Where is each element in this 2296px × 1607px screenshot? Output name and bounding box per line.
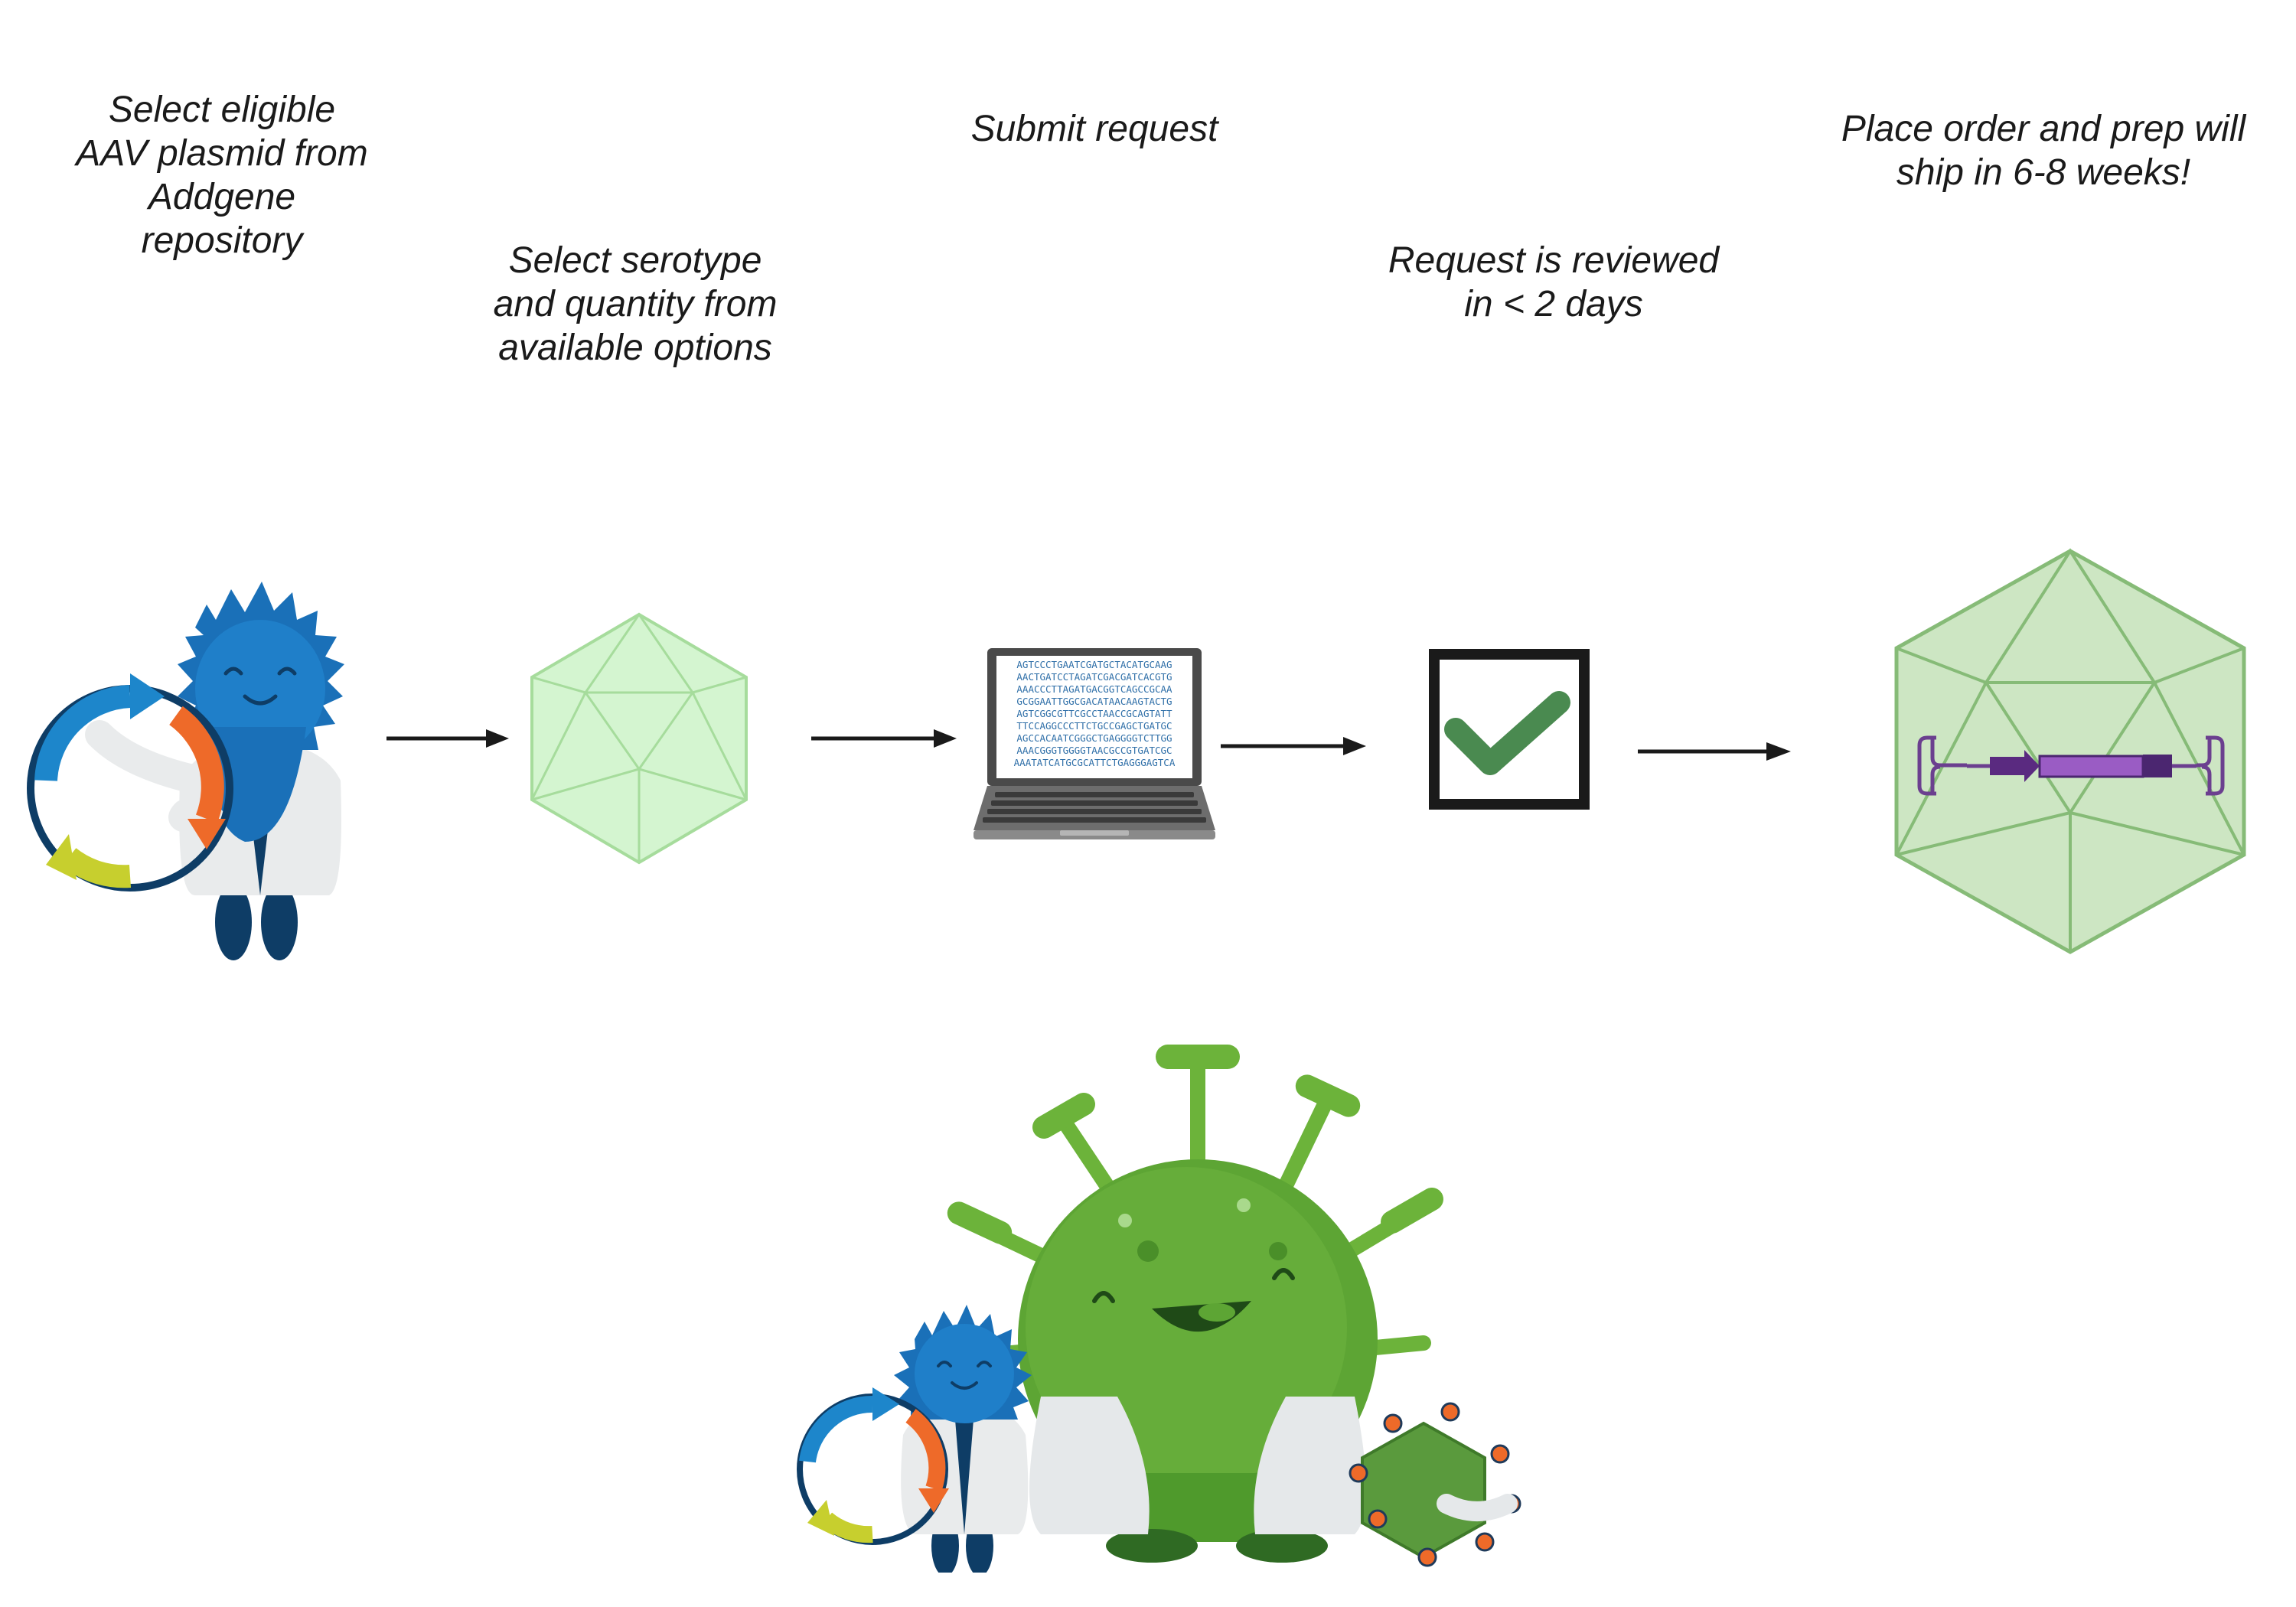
small-blue-mascot-icon [797,1305,1032,1573]
code-line: GCGGAATTGGCGACATAACAAGTACTG [1016,696,1172,707]
arrow-4 [1638,740,1791,763]
code-line: AACTGATCCTAGATCGACGATCACGTG [1016,671,1172,683]
blue-scientist-with-plasmid-icon [15,536,375,964]
aav-genome-insert [1917,735,2225,796]
code-line: AGTCGGCGTTCGCCTAACCGCAGTATT [1016,708,1172,719]
code-line: AAATATCATGCGCATTCTGAGGGAGTCA [1014,757,1176,768]
checkbox-check-icon [1429,649,1590,810]
arrow-3 [1221,735,1366,758]
step-2-label: Select serotype and quantity from availa… [493,240,778,368]
step-4-label: Request is reviewed in < 2 days [1388,240,1720,324]
mascots-group-icon [788,1037,1523,1573]
code-line: TTCCAGGCCCTTCTGCCGAGCTGATGC [1016,720,1172,732]
code-line: AGCCACAATCGGGCTGAGGGGTCTTGG [1016,732,1172,744]
step-3-label: Submit request [970,109,1218,149]
packaged-capsid-icon [1890,545,2250,958]
step-5-label: Place order and prep will ship in 6-8 we… [1841,109,2246,193]
step-1-label: Select eligible AAV plasmid from Addgene… [76,90,368,261]
laptop-icon: AGTCCCTGAATCGATGCTACATGCAAG AACTGATCCTAG… [972,647,1217,842]
small-capsid-with-dots-icon [1349,1402,1521,1567]
code-line: AAACCCTTAGATGACGGTCAGCCGCAA [1016,683,1172,695]
empty-capsid-icon [524,608,754,869]
arrow-1 [386,727,509,750]
arrow-2 [811,727,957,750]
laptop-screen-code: AGTCCCTGAATCGATGCTACATGCAAG AACTGATCCTAG… [1014,659,1176,768]
code-line: AGTCCCTGAATCGATGCTACATGCAAG [1016,659,1172,670]
code-line: AAACGGGTGGGGTAACGCCGTGATCGC [1016,745,1172,756]
